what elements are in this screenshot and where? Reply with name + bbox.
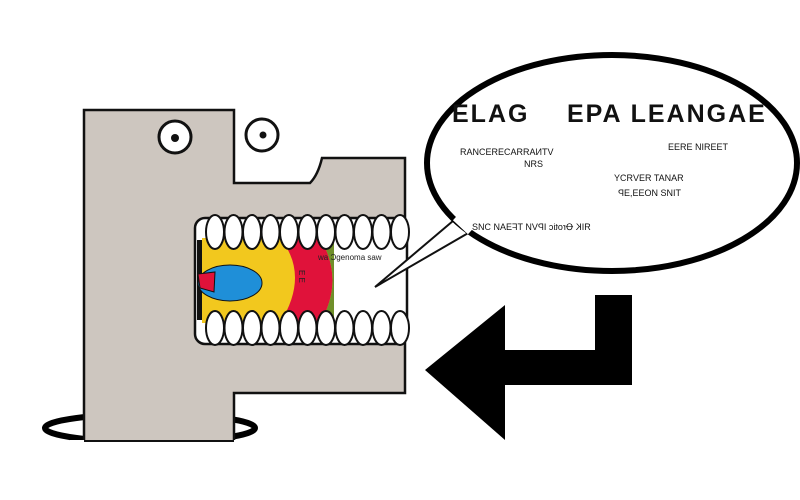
tooth: [223, 214, 244, 250]
tooth: [353, 214, 373, 250]
bubble-line: VTNAЯЯAƆƎЯƎƆИAЯ: [460, 147, 554, 157]
tooth: [223, 310, 244, 346]
eye-icon: [157, 119, 193, 155]
tooth: [371, 214, 392, 250]
bubble-title-right: EPA LEANGAE: [567, 100, 767, 128]
lower-teeth: [205, 310, 410, 346]
tooth: [371, 310, 392, 346]
bubble-line: TƎƎЯIИ ƎЯƎƎ: [668, 142, 728, 152]
tooth: [390, 214, 410, 250]
mouth: [193, 214, 410, 346]
tooth: [297, 214, 318, 250]
upper-teeth: [205, 214, 410, 250]
tooth: [316, 310, 336, 346]
tooth: [279, 214, 299, 250]
tooth: [334, 310, 355, 346]
tooth: [353, 310, 373, 346]
red-layer: [280, 238, 333, 323]
tooth: [316, 214, 336, 250]
mouth-text: wa Ɔgenoma ѕaw: [318, 253, 382, 262]
bubble-title-left: ELAG: [452, 100, 530, 128]
return-arrow-icon: [425, 295, 632, 440]
tooth: [297, 310, 318, 346]
bubble-line: ЯAИAT ЯƎVЯƆY: [614, 173, 684, 183]
bubble-line: ЯIK Ꝋrotic IPVИ TFƎAИ ƆИƧ: [472, 222, 591, 232]
eye-icon: [244, 117, 280, 153]
tooth: [279, 310, 299, 346]
tooth: [334, 214, 355, 250]
tooth: [205, 310, 225, 346]
tooth: [242, 310, 262, 346]
tooth: [205, 214, 225, 250]
tooth: [260, 214, 281, 250]
bubble-line: TIИƧ ИOƎƎ,ƎP: [618, 188, 681, 198]
tooth: [260, 310, 281, 346]
speech-bubble: [374, 52, 800, 288]
bubble-line: ƧЯИ: [524, 159, 543, 169]
green-layer: [320, 238, 334, 323]
tooth: [390, 310, 410, 346]
tooth: [242, 214, 262, 250]
mouth-red-label: E E: [297, 270, 306, 283]
